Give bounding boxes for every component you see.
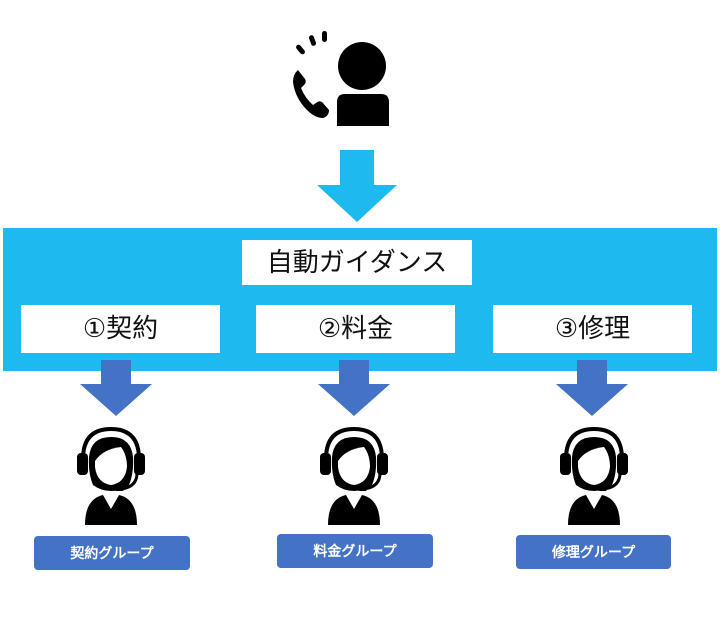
auto-guidance-box: 自動ガイダンス (242, 240, 472, 285)
flow-arrow-down (317, 150, 397, 222)
option-fee-label: ②料金 (317, 314, 394, 344)
flow-arrow-down-fee (318, 360, 390, 416)
contract-group-label: 契約グループ (70, 546, 154, 562)
operator-headset-icon (77, 426, 145, 525)
operator-headset-icon (560, 426, 628, 525)
option-repair-box: ③修理 (493, 305, 692, 353)
flow-arrow-down-contract (80, 360, 152, 416)
fee-group-label: 料金グループ (313, 544, 397, 560)
operator-headset-icon (320, 426, 388, 525)
option-repair-label: ③修理 (554, 314, 631, 344)
repair-group-label: 修理グループ (551, 545, 636, 561)
option-contract-box: ①契約 (21, 305, 220, 353)
flow-arrow-down-repair (556, 360, 628, 416)
repair-group-badge: 修理グループ (516, 535, 671, 569)
auto-guidance-label: 自動ガイダンス (266, 247, 448, 278)
fee-group-badge: 料金グループ (277, 534, 433, 568)
option-contract-label: ①契約 (82, 314, 159, 344)
caller-phone-icon (293, 31, 389, 126)
contract-group-badge: 契約グループ (34, 536, 190, 570)
option-fee-box: ②料金 (256, 305, 455, 353)
